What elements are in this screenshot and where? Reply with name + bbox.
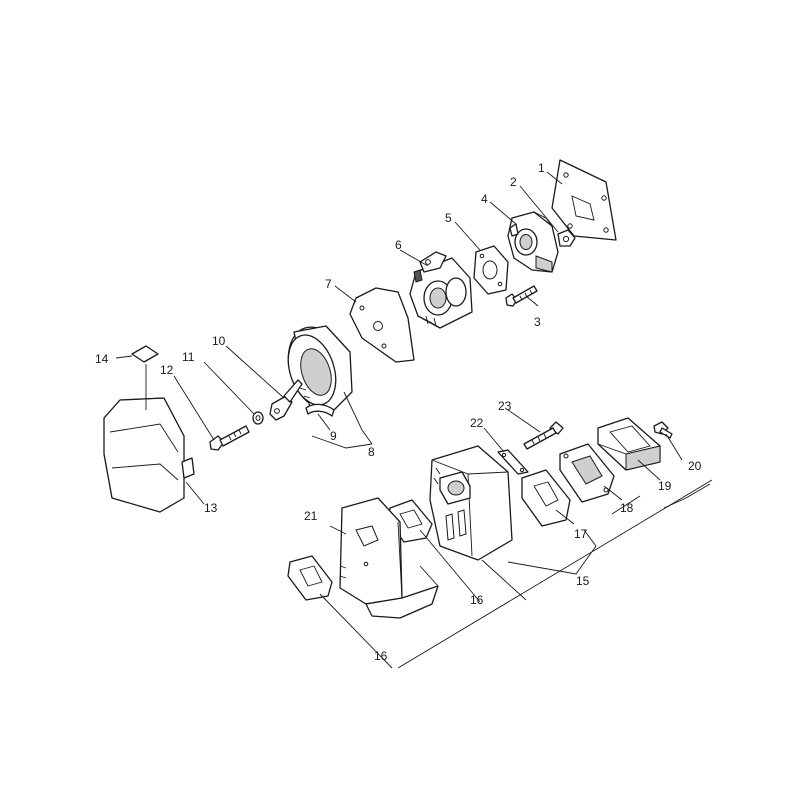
part-1-gasket — [551, 159, 617, 241]
callout-21: 21 — [304, 509, 318, 523]
part-22-plate — [497, 449, 529, 475]
callout-20: 20 — [688, 459, 702, 473]
callout-19: 19 — [658, 479, 672, 493]
callout-1: 1 — [538, 161, 545, 175]
part-17-gasket — [521, 469, 571, 527]
part-4-insulator — [507, 211, 559, 273]
callout-17: 17 — [574, 527, 588, 541]
part-19-deflector — [597, 417, 661, 471]
callout-18: 18 — [620, 501, 634, 515]
callout-14: 14 — [95, 352, 109, 366]
part-18-flange — [559, 443, 615, 503]
callout-8: 8 — [368, 445, 375, 459]
part-12-bolt — [209, 425, 250, 451]
callout-2: 2 — [510, 175, 517, 189]
part-5-gasket — [473, 245, 509, 295]
callout-16-upper: 16 — [470, 593, 484, 607]
callout-12: 12 — [160, 363, 174, 377]
part-13-cover — [103, 397, 195, 513]
part-2-nut — [557, 229, 576, 247]
callout-3: 3 — [534, 315, 541, 329]
part-3-bolt — [505, 285, 538, 307]
callout-7: 7 — [325, 277, 332, 291]
part-11-washer — [252, 411, 264, 425]
callout-6: 6 — [395, 238, 402, 252]
part-9-clip — [305, 403, 335, 417]
callout-labels: 1 2 3 4 5 6 7 8 9 10 11 12 13 14 15 16 1… — [95, 161, 702, 663]
part-23-bolt — [523, 421, 564, 450]
part-20-bolt — [653, 421, 673, 439]
callout-9: 9 — [330, 429, 337, 443]
part-6-carburetor — [409, 251, 473, 329]
callout-16-lower: 16 — [374, 649, 388, 663]
leader-lines — [115, 171, 713, 669]
part-14-label — [131, 345, 159, 363]
callout-15: 15 — [576, 574, 590, 588]
callout-11: 11 — [182, 350, 195, 364]
part-21-bracket — [339, 497, 439, 619]
callout-13: 13 — [204, 501, 218, 515]
callout-23: 23 — [498, 399, 512, 413]
callout-4: 4 — [481, 192, 488, 206]
part-8-air-cleaner-case — [287, 325, 353, 413]
part-16-gasket-lower — [287, 555, 333, 601]
callout-10: 10 — [212, 334, 226, 348]
part-15-muffler — [429, 445, 513, 561]
part-10-lever — [269, 379, 303, 421]
part-7-plate — [349, 287, 415, 363]
callout-22: 22 — [470, 416, 484, 430]
callout-5: 5 — [445, 211, 452, 225]
